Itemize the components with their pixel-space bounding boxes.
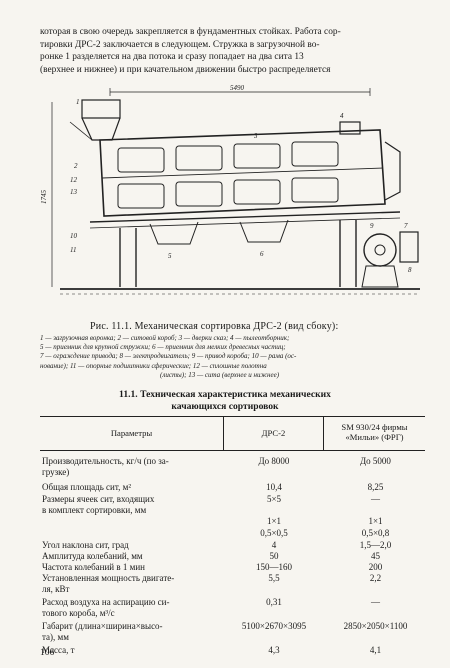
header-col1: ДРС-2 bbox=[261, 428, 286, 438]
caption-line: (листы); 13 — сита (верхнее и нижнее) bbox=[160, 370, 280, 379]
row-value-drs2: 4 bbox=[271, 540, 277, 550]
row-value-drs2: 5,5 bbox=[268, 573, 280, 583]
row-value-sm930: 4,1 bbox=[369, 645, 382, 655]
row-value-sm930: 2850×2050×1100 bbox=[343, 621, 408, 631]
callout: 7 bbox=[404, 222, 408, 230]
row-value-drs2: До 8000 bbox=[258, 456, 290, 466]
caption-line: 1 — загрузочная воронка; 2 — ситовой кор… bbox=[40, 334, 290, 342]
callout: 11 bbox=[70, 246, 76, 254]
table-rule bbox=[40, 416, 425, 417]
header-param: Параметры bbox=[110, 428, 153, 438]
caption-line: нование); 11 — опорные подшипники сферич… bbox=[40, 361, 267, 370]
row-value-sm930: 45 bbox=[371, 551, 380, 561]
row-value-drs2: 5×5 bbox=[266, 494, 282, 504]
row-param: Размеры ячеек сит, входящих bbox=[42, 494, 155, 504]
row-param: Угол наклона сит, град bbox=[42, 540, 129, 550]
header-col2-line: SM 930/24 фирмы bbox=[341, 422, 408, 432]
callout: 2 bbox=[74, 162, 78, 170]
row-value-drs2: 50 bbox=[269, 551, 279, 561]
table-rule bbox=[40, 450, 425, 451]
row-value-sm930: 1×1 bbox=[368, 516, 383, 526]
header-col2: SM 930/24 фирмы «Мильи» (ФРГ) bbox=[324, 422, 425, 442]
side-dimension: 1745 bbox=[40, 190, 48, 205]
row-param: Масса, т bbox=[42, 645, 75, 655]
callout: 9 bbox=[370, 222, 374, 230]
row-param: Габарит (длина×ширина×высо- bbox=[42, 621, 163, 631]
callout: 4 bbox=[340, 112, 344, 120]
intro-paragraph: которая в свою очередь закрепляется в фу… bbox=[40, 26, 422, 76]
header-col2-line: «Мильи» (ФРГ) bbox=[345, 432, 404, 442]
row-value-drs2: 150—160 bbox=[256, 562, 292, 572]
callout: 12 bbox=[70, 176, 78, 184]
row-param: ля, кВт bbox=[42, 584, 70, 594]
top-dimension: 5490 bbox=[230, 84, 245, 92]
row-value-drs2: 0,5×0,5 bbox=[260, 528, 288, 538]
table-title-line: качающихся сортировок bbox=[171, 401, 279, 412]
row-value-drs2: 4,3 bbox=[268, 645, 280, 655]
callout: 5 bbox=[168, 252, 172, 260]
table-title: 11.1. Техническая характеристика механич… bbox=[60, 389, 390, 413]
callout: 3 bbox=[253, 132, 258, 140]
row-value-drs2: 10,4 bbox=[266, 482, 282, 492]
sorter-drawing: 5490 1745 1 2 3 4 5 6 7 8 9 10 11 12 13 bbox=[40, 84, 420, 295]
figure-caption-legend: 1 — загрузочная воронка; 2 — ситовой кор… bbox=[40, 334, 425, 380]
row-param: тового короба, м³/с bbox=[42, 608, 115, 618]
row-param: Установленная мощность двигате- bbox=[42, 573, 175, 583]
row-param: Общая площадь сит, м² bbox=[42, 482, 132, 492]
row-value-drs2: 0,31 bbox=[266, 597, 282, 607]
table-rule bbox=[223, 416, 224, 450]
row-value-drs2: 5100×2670×3095 bbox=[241, 621, 307, 631]
intro-line: которая в свою очередь закрепляется в фу… bbox=[40, 27, 341, 37]
callout: 13 bbox=[70, 188, 78, 196]
row-value-sm930: 1,5—2,0 bbox=[359, 540, 392, 550]
row-value-sm930: 200 bbox=[368, 562, 383, 572]
intro-line: ронке 1 разделяется на два потока и сраз… bbox=[40, 52, 304, 63]
row-value-drs2: 1×1 bbox=[266, 516, 282, 526]
row-param: та), мм bbox=[42, 632, 69, 642]
figure-caption-title: Рис. 11.1. Механическая сортировка ДРС-2… bbox=[90, 321, 339, 332]
callout: 1 bbox=[76, 98, 80, 106]
row-param: в комплект сортировки, мм bbox=[42, 505, 147, 515]
row-value-sm930: 8,25 bbox=[367, 482, 384, 492]
callout: 8 bbox=[408, 266, 412, 274]
row-param: Расход воздуха на аспирацию си- bbox=[42, 597, 170, 607]
intro-line: (верхнее и нижнее) и при качательном дви… bbox=[40, 64, 331, 75]
table-rule bbox=[323, 416, 324, 450]
row-param: грузке) bbox=[42, 467, 70, 477]
intro-line: тировки ДРС-2 заключается в следующем. С… bbox=[40, 39, 320, 50]
row-value-sm930: 0,5×0,8 bbox=[361, 528, 390, 538]
page-number: 106 bbox=[40, 648, 55, 658]
row-value-sm930: — bbox=[371, 494, 380, 504]
row-param: Амплитуда колебаний, мм bbox=[42, 551, 143, 561]
row-param: Производительность, кг/ч (по за- bbox=[42, 456, 169, 466]
caption-line: 7 — ограждение привода; 8 — электродвига… bbox=[40, 352, 297, 361]
callout: 6 bbox=[260, 250, 264, 258]
row-value-sm930: — bbox=[371, 597, 380, 607]
row-param: Частота колебаний в 1 мин bbox=[42, 562, 145, 572]
row-value-sm930: 2,2 bbox=[369, 573, 382, 583]
table-title-line: 11.1. Техническая характеристика механич… bbox=[119, 389, 331, 400]
callout: 10 bbox=[70, 232, 78, 240]
caption-line: 5 — приемник для крупной стружки; 6 — пр… bbox=[40, 343, 286, 352]
row-value-sm930: До 5000 bbox=[360, 456, 391, 466]
